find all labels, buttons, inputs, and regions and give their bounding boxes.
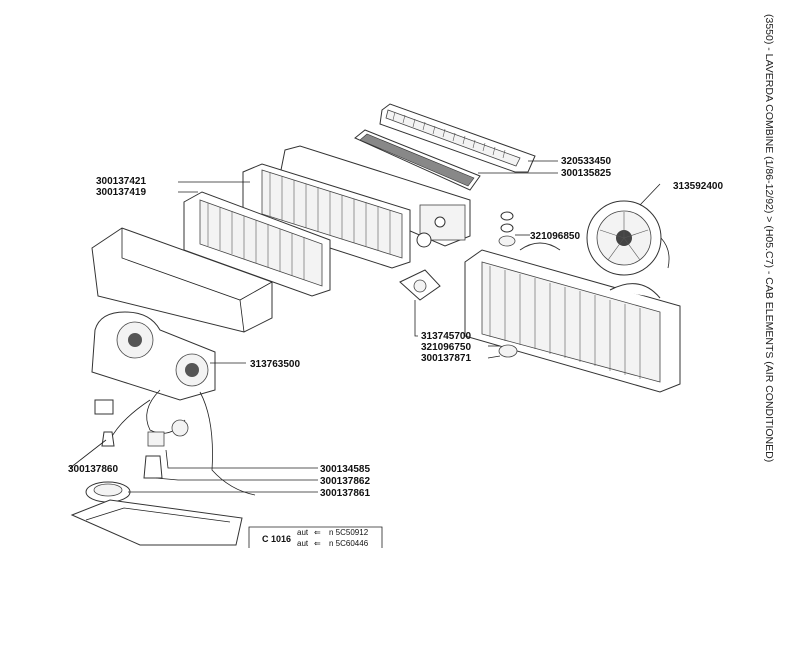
serial-line2-number: n 5C60446	[329, 539, 369, 548]
serial-line2-arrow: ⇐	[314, 539, 321, 548]
label-300137419: 300137419	[96, 187, 146, 198]
filter-mat-drawing	[354, 129, 481, 191]
label-300137860: 300137860	[68, 464, 118, 475]
serial-line1-arrow: ⇐	[314, 528, 321, 537]
housing-block-drawing	[279, 145, 471, 248]
label-300134585: 300134585	[320, 464, 370, 475]
small-parts-drawing	[399, 211, 518, 358]
leader-lines	[69, 160, 661, 493]
label-300137862: 300137862	[320, 476, 370, 487]
serial-number-box: C 1016 aut ⇐ n 5C50912 aut ⇐ n 5C60446	[248, 526, 383, 548]
label-300137861: 300137861	[320, 488, 370, 499]
serial-line1-prefix: aut	[297, 528, 309, 537]
blower-unit-drawing	[91, 311, 216, 401]
label-300137421: 300137421	[96, 176, 146, 187]
grommet-drawing	[85, 481, 131, 503]
label-300137871: 300137871	[421, 353, 471, 364]
label-313763500: 313763500	[250, 359, 300, 370]
filter-grille-drawing	[379, 103, 536, 173]
label-321096750: 321096750	[421, 342, 471, 353]
page-side-title: (3550) - LAVERDA COMBINE (1/86-12/92) > …	[763, 14, 775, 463]
label-313592400: 313592400	[673, 181, 723, 192]
condenser-drawing	[464, 242, 681, 393]
label-300135825: 300135825	[561, 168, 611, 179]
evaporator-rear-drawing	[242, 163, 411, 269]
evaporator-front-drawing	[183, 191, 331, 297]
label-320533450: 320533450	[561, 156, 611, 167]
label-321096850: 321096850	[530, 231, 580, 242]
wiring-harness-drawing	[94, 389, 256, 496]
air-duct-cover-drawing	[91, 227, 273, 333]
serial-code: C 1016	[262, 534, 291, 544]
cab-panel-drawing	[70, 499, 243, 546]
serial-line1-number: n 5C50912	[329, 528, 369, 537]
serial-line2-prefix: aut	[297, 539, 309, 548]
label-313745700: 313745700	[421, 331, 471, 342]
condenser-fan-drawing	[586, 200, 670, 276]
